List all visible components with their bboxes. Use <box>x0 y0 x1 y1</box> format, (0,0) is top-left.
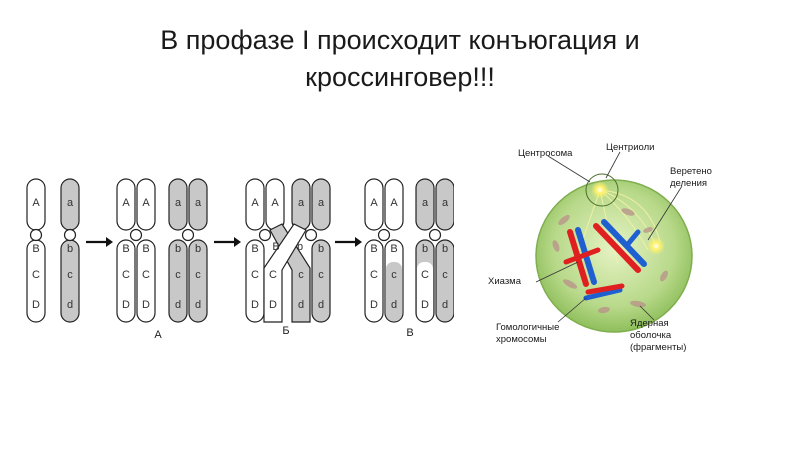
centriole-icon <box>647 237 665 255</box>
gene-label: d <box>195 299 201 311</box>
gene-label: a <box>318 197 325 209</box>
gene-label: A <box>370 197 378 209</box>
arrow-3 <box>335 237 362 247</box>
gene-label: C <box>251 269 259 281</box>
gene-label: B <box>32 243 39 255</box>
gene-label: D <box>251 299 259 311</box>
label-homologous-line1: Гомологичные <box>496 322 559 333</box>
gene-label: b <box>195 243 201 255</box>
gene-label: B <box>142 243 149 255</box>
label-envelope-line3: (фрагменты) <box>630 342 686 353</box>
gene-label: A <box>32 197 40 209</box>
gene-label: b <box>175 243 181 255</box>
gene-label: a <box>67 197 74 209</box>
slide-title-line2: кроссинговер!!! <box>305 62 495 92</box>
gene-label: C <box>269 269 277 281</box>
gene-label: C <box>32 269 40 281</box>
gene-label: a <box>298 197 305 209</box>
arrow-2 <box>214 237 241 247</box>
gene-label: D <box>269 299 277 311</box>
gene-label: D <box>421 299 429 311</box>
label-chiasma: Хиазма <box>488 276 522 287</box>
gene-label: a <box>175 197 182 209</box>
stage-label-a: А <box>154 329 162 341</box>
gene-label: d <box>67 299 73 311</box>
gene-label: A <box>271 197 279 209</box>
gene-label: d <box>391 299 397 311</box>
gene-label: B <box>370 243 377 255</box>
stage-label-b: Б <box>282 325 289 337</box>
stage-label-v: В <box>406 327 413 339</box>
label-spindle-line1: Веретено <box>670 166 712 177</box>
gene-label: c <box>318 269 324 281</box>
gene-label: A <box>122 197 130 209</box>
gene-label: C <box>142 269 150 281</box>
gene-label: a <box>442 197 449 209</box>
gene-label: C <box>370 269 378 281</box>
gene-label: c <box>298 269 304 281</box>
nuclear-envelope-fragments <box>552 208 668 314</box>
label-centrioles: Центриоли <box>606 142 654 153</box>
gene-label: d <box>442 299 448 311</box>
gene-label: a <box>195 197 202 209</box>
gene-label: c <box>67 269 73 281</box>
label-homologous-line2: хромосомы <box>496 334 547 345</box>
gene-label: b <box>297 241 303 253</box>
gene-label: D <box>122 299 130 311</box>
gene-label: B <box>251 243 258 255</box>
label-spindle-line2: деления <box>670 178 707 189</box>
gene-label: C <box>122 269 130 281</box>
centrosome-outline <box>585 173 619 207</box>
gene-label: c <box>391 269 397 281</box>
prophase-cell-illustration: Центросома Центриоли Веретено деления Хи… <box>488 142 712 353</box>
gene-label: B <box>390 243 397 255</box>
gene-label: d <box>175 299 181 311</box>
gene-label: A <box>390 197 398 209</box>
gene-label: A <box>142 197 150 209</box>
gene-label: D <box>142 299 150 311</box>
label-envelope-line1: Ядерная <box>630 318 669 329</box>
centriole-icon <box>591 181 609 199</box>
gene-label: b <box>318 243 324 255</box>
gene-label: c <box>442 269 448 281</box>
gene-label: a <box>422 197 429 209</box>
slide-title-line1: В профазе I происходит конъюгация и <box>160 25 640 55</box>
gene-label: b <box>442 243 448 255</box>
gene-label: d <box>298 299 304 311</box>
label-envelope-line2: оболочка <box>630 330 672 341</box>
leader-lines <box>535 151 683 323</box>
gene-label: B <box>122 243 129 255</box>
gene-label: c <box>195 269 201 281</box>
gene-label: A <box>251 197 259 209</box>
gene-label: B <box>272 241 279 253</box>
crossover-stage-b <box>245 178 331 323</box>
label-centrosome: Центросома <box>518 148 573 159</box>
gene-label: D <box>370 299 378 311</box>
arrow-1 <box>86 237 113 247</box>
crossing-over-diagram: A B C D a b c d A A B B C C D D a a b b … <box>26 178 454 341</box>
homologous-chromosomes <box>563 219 647 301</box>
gene-label: c <box>175 269 181 281</box>
gene-label: D <box>32 299 40 311</box>
slide-title: В профазе I происходит конъюгация и крос… <box>60 22 740 96</box>
gene-label: d <box>318 299 324 311</box>
gene-label: b <box>422 243 428 255</box>
recombined-stage-c <box>364 178 454 323</box>
gene-label: C <box>421 269 429 281</box>
gene-label: b <box>67 243 73 255</box>
